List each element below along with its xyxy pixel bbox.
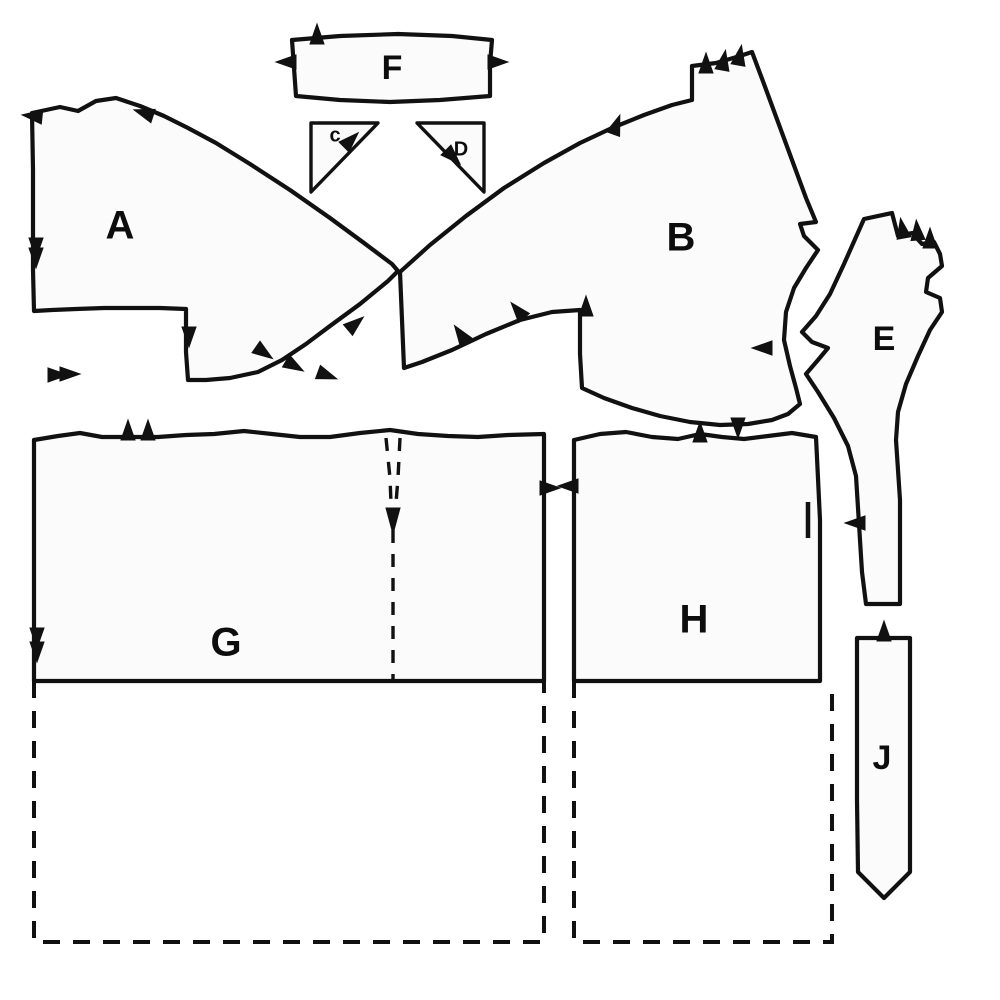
- notch-mark-icon: [750, 340, 773, 356]
- pattern-piece-j[interactable]: J: [854, 619, 913, 901]
- piece-e-label: E: [873, 320, 896, 358]
- notch-mark-icon: [453, 324, 473, 347]
- notch-mark-icon: [274, 54, 297, 70]
- notch-mark-icon: [309, 22, 325, 45]
- piece-j-label: J: [873, 739, 892, 777]
- piece-j-outline: [854, 635, 913, 901]
- piece-a-notches: [20, 108, 365, 383]
- piece-j-notches: [876, 619, 892, 642]
- notch-mark-icon: [605, 113, 621, 138]
- notch-mark-icon: [714, 48, 730, 72]
- notch-mark-icon: [132, 108, 156, 124]
- notch-mark-icon: [181, 326, 197, 349]
- notch-mark-icon: [338, 131, 360, 153]
- pattern-piece-d[interactable]: D: [415, 121, 486, 194]
- notch-mark-icon: [843, 515, 866, 531]
- notch-mark-icon: [281, 354, 305, 372]
- notch-mark-icon: [487, 54, 510, 70]
- notch-mark-icon: [692, 420, 708, 443]
- notch-mark-icon: [896, 216, 912, 240]
- notch-mark-icon: [510, 301, 531, 324]
- piece-e-outline: [799, 210, 945, 607]
- piece-d-notches: [440, 144, 462, 166]
- notch-mark-icon: [539, 480, 562, 496]
- piece-g-notches: [29, 418, 562, 664]
- notch-mark-icon: [922, 226, 938, 249]
- notch-mark-icon: [698, 51, 714, 74]
- notch-mark-icon: [730, 417, 746, 440]
- piece-h-notches: [556, 420, 708, 494]
- notch-mark-icon: [342, 316, 365, 337]
- piece-g-cut-extension: [32, 681, 546, 944]
- notch-mark-icon: [314, 364, 339, 380]
- notch-mark-icon: [120, 418, 136, 441]
- piece-h-label: H: [680, 598, 709, 642]
- piece-g-dart-point-icon: [385, 507, 401, 536]
- piece-g-label: G: [210, 621, 241, 665]
- notch-mark-icon: [47, 367, 70, 383]
- piece-b-label: B: [667, 216, 696, 260]
- notch-mark-icon: [29, 627, 45, 650]
- notch-mark-icon: [20, 109, 44, 125]
- piece-a-label: A: [106, 204, 135, 248]
- piece-b-notches: [453, 43, 773, 440]
- notch-mark-icon: [556, 478, 579, 494]
- pattern-piece-b[interactable]: B: [397, 43, 821, 440]
- notch-mark-icon: [59, 366, 82, 382]
- piece-b-outline: [397, 49, 821, 428]
- notch-mark-icon: [876, 619, 892, 642]
- piece-f-notches: [274, 22, 510, 70]
- piece-a-outline: [29, 95, 401, 383]
- notch-mark-icon: [140, 418, 156, 441]
- pattern-piece-a[interactable]: A: [20, 95, 401, 385]
- piece-f-label: F: [382, 49, 403, 87]
- notch-mark-icon: [730, 43, 746, 67]
- piece-d-label: D: [454, 138, 468, 160]
- pattern-piece-c[interactable]: c: [309, 121, 380, 194]
- piece-f-outline: [289, 31, 495, 105]
- notch-mark-icon: [251, 340, 274, 360]
- notch-mark-icon: [28, 247, 44, 270]
- pattern-piece-f[interactable]: F: [274, 22, 510, 105]
- pattern-piece-g[interactable]: G: [29, 418, 562, 944]
- piece-c-notches: [338, 131, 360, 153]
- piece-h-cut-extension: [572, 681, 834, 944]
- piece-h-outline: [571, 429, 823, 684]
- notch-mark-icon: [440, 144, 462, 166]
- piece-c-label: c: [329, 124, 340, 146]
- pattern-piece-h[interactable]: H: [556, 420, 834, 944]
- notch-mark-icon: [578, 294, 594, 317]
- piece-c-outline: [309, 121, 380, 194]
- piece-g-outline: [31, 427, 547, 684]
- notch-mark-icon: [29, 641, 45, 664]
- pattern-piece-e[interactable]: E: [799, 210, 945, 607]
- notch-mark-icon: [910, 218, 926, 242]
- piece-e-notches: [843, 216, 938, 531]
